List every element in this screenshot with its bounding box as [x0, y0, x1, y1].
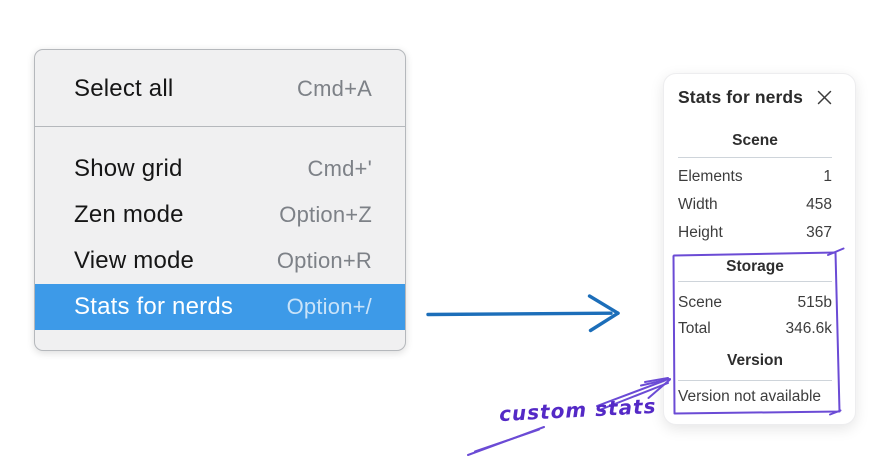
section-divider [678, 281, 832, 282]
stat-row-width: Width 458 [678, 191, 832, 219]
stats-panel-header: Stats for nerds [678, 86, 832, 108]
menu-item-shortcut: Option+R [276, 248, 372, 273]
stat-label: Scene [678, 294, 722, 311]
menu-item-view-mode[interactable]: View mode Option+R [35, 238, 405, 284]
storage-rows: Scene 515b Total 346.6k [678, 290, 832, 342]
stat-label: Width [678, 196, 718, 213]
stat-value: 1 [823, 168, 832, 185]
menu-item-shortcut: Cmd+' [307, 156, 372, 181]
stat-row-total-size: Total 346.6k [678, 316, 832, 342]
stat-value: 515b [797, 294, 832, 311]
stat-label: Total [678, 320, 711, 337]
section-heading-storage: Storage [726, 258, 784, 275]
stat-row-height: Height 367 [678, 219, 832, 247]
stat-row-elements: Elements 1 [678, 163, 832, 191]
flow-arrow [426, 294, 620, 333]
section-heading-scene: Scene [732, 132, 778, 149]
menu-item-label: Zen mode [74, 201, 184, 228]
menu-item-select-all[interactable]: Select all Cmd+A [35, 66, 405, 111]
annotation-arrow [467, 377, 671, 456]
section-divider [678, 157, 832, 158]
menu-item-zen-mode[interactable]: Zen mode Option+Z [35, 192, 405, 238]
section-divider [678, 380, 832, 381]
section-heading-version: Version [727, 352, 783, 369]
menu-item-show-grid[interactable]: Show grid Cmd+' [35, 146, 405, 192]
version-note: Version not available [678, 388, 822, 405]
stat-value: 367 [806, 224, 832, 241]
menu-item-shortcut: Cmd+A [297, 75, 372, 101]
menu-item-shortcut: Option+Z [279, 202, 372, 227]
stats-panel-title: Stats for nerds [678, 86, 803, 107]
close-icon[interactable] [816, 89, 832, 105]
menu-item-label: View mode [74, 247, 195, 274]
stat-row-scene-size: Scene 515b [678, 290, 832, 316]
stat-label: Height [678, 224, 723, 241]
menu-item-label: Select all [74, 74, 174, 102]
stat-value: 346.6k [785, 320, 832, 337]
stats-panel: Stats for nerds Scene Elements 1 Width 4… [663, 73, 856, 425]
menu-item-label: Show grid [74, 155, 183, 182]
menu-item-stats-for-nerds[interactable]: Stats for nerds Option+/ [35, 284, 405, 330]
menu-item-shortcut: Option+/ [286, 294, 372, 319]
scene-rows: Elements 1 Width 458 Height 367 [678, 163, 832, 247]
menu-divider [35, 126, 405, 127]
stat-label: Elements [678, 168, 743, 185]
close-icon-glyph [817, 90, 831, 104]
stat-value: 458 [806, 196, 832, 213]
menu-item-label: Stats for nerds [74, 293, 234, 320]
context-menu: Select all Cmd+A Show grid Cmd+' Zen mod… [34, 49, 406, 351]
annotation-custom-stats-label: custom stats [498, 393, 658, 427]
